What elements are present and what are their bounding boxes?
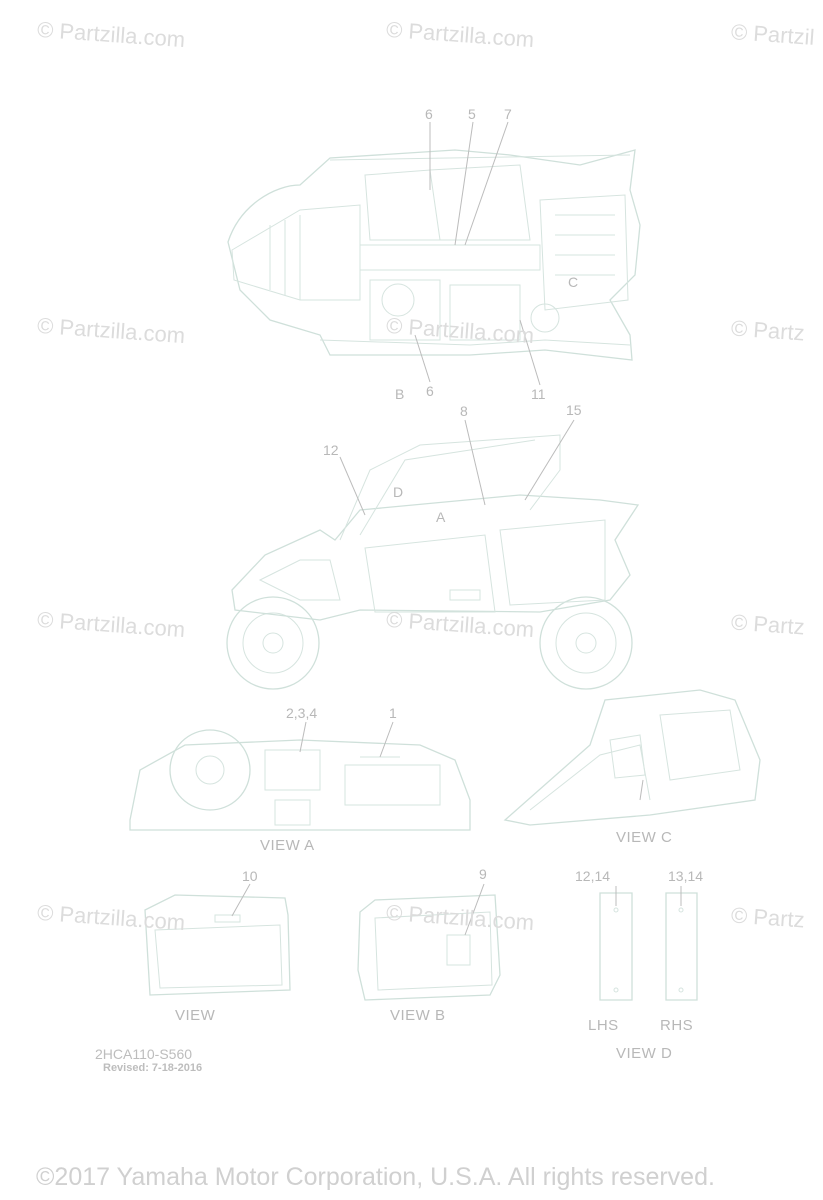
callout-7: 7: [504, 106, 512, 122]
callout-15: 15: [566, 402, 582, 418]
view-c-drawing: [503, 689, 761, 826]
view-d-drawing: [599, 886, 698, 1001]
callout-6-top: 6: [425, 106, 433, 122]
watermark: © Partz: [730, 315, 806, 346]
view-d-label: VIEW D: [616, 1045, 673, 1062]
copyright-notice: ©2017 Yamaha Motor Corporation, U.S.A. A…: [36, 1163, 715, 1191]
view-b-label: VIEW B: [390, 1007, 446, 1024]
view-a-drawing: [129, 721, 471, 831]
callout-b: B: [395, 386, 405, 402]
view-label: VIEW: [175, 1007, 216, 1024]
callout-c: C: [568, 274, 579, 290]
callout-a: A: [436, 509, 446, 525]
callout-11: 11: [531, 386, 546, 402]
callout-6-bottom: 6: [426, 383, 434, 399]
callout-12: 12: [323, 442, 339, 458]
top-view-drawing: [227, 121, 641, 386]
view-door-left-drawing: [144, 883, 291, 996]
callout-8: 8: [460, 403, 468, 419]
callout-10: 10: [242, 868, 258, 884]
callout-12-14: 12,14: [575, 868, 611, 884]
view-c-label: VIEW C: [616, 829, 673, 846]
callout-2-3-4: 2,3,4: [286, 705, 318, 721]
callout-d: D: [393, 484, 404, 500]
revised-date: Revised: 7-18-2016: [103, 1062, 203, 1074]
side-view-drawing: [226, 419, 640, 690]
view-a-label: VIEW A: [260, 837, 315, 854]
callout-1: 1: [389, 705, 397, 721]
rhs-label: RHS: [660, 1017, 694, 1034]
part-code: 2HCA110-S560: [95, 1046, 193, 1062]
watermark: © Partz: [730, 902, 806, 933]
view-door-right-drawing: [357, 883, 501, 1001]
callout-9: 9: [479, 866, 487, 882]
callout-13-14: 13,14: [668, 868, 704, 884]
callout-5: 5: [468, 106, 476, 122]
lhs-label: LHS: [588, 1017, 619, 1034]
watermark: © Partz: [730, 609, 806, 640]
